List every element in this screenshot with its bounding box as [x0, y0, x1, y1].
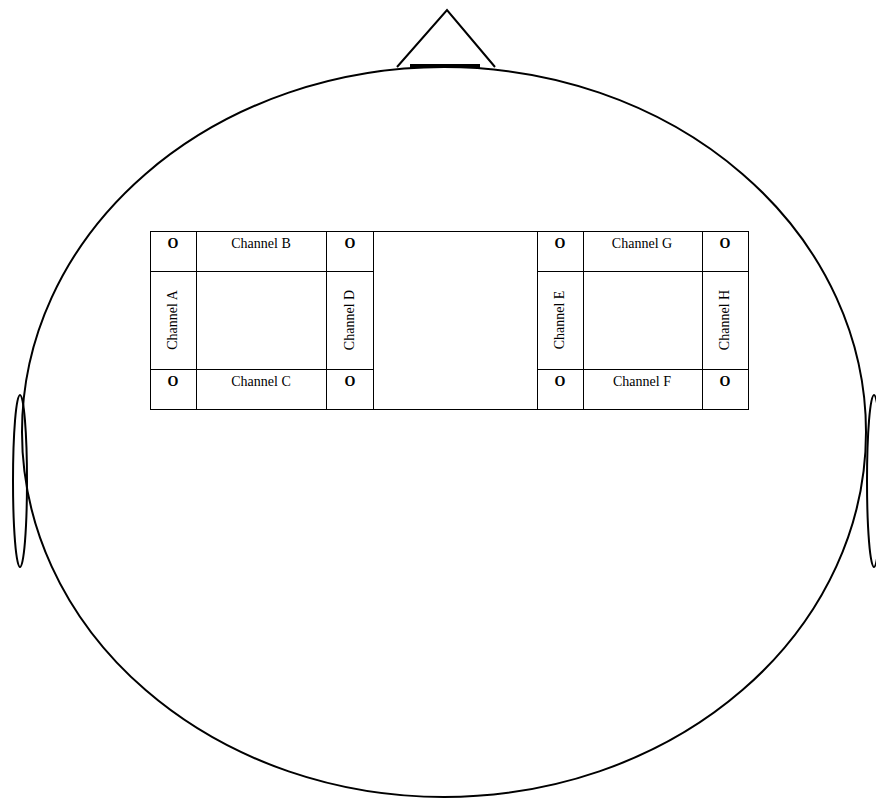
channel-label: Channel E: [553, 291, 567, 350]
ear-symbol: [867, 395, 876, 567]
optode-marker: O: [720, 237, 731, 251]
nose-symbol: [397, 10, 495, 67]
ear-symbol: [13, 395, 27, 567]
channel-label: Channel F: [613, 375, 671, 389]
optode-marker: O: [168, 375, 179, 389]
channel-label: Channel A: [166, 290, 180, 350]
optode-marker: O: [720, 375, 731, 389]
nose-base: [410, 64, 480, 68]
channel-label: Channel H: [718, 290, 732, 350]
optode-marker: O: [555, 375, 566, 389]
channel-label: Channel G: [612, 237, 672, 251]
channel-label: Channel C: [231, 375, 291, 389]
channel-label: Channel D: [343, 290, 357, 350]
channel-label: Channel B: [231, 237, 291, 251]
optode-grid: [150, 231, 749, 410]
optode-marker: O: [555, 237, 566, 251]
optode-marker: O: [345, 375, 356, 389]
optode-marker: O: [345, 237, 356, 251]
head-outline: [22, 67, 866, 797]
optode-marker: O: [168, 237, 179, 251]
